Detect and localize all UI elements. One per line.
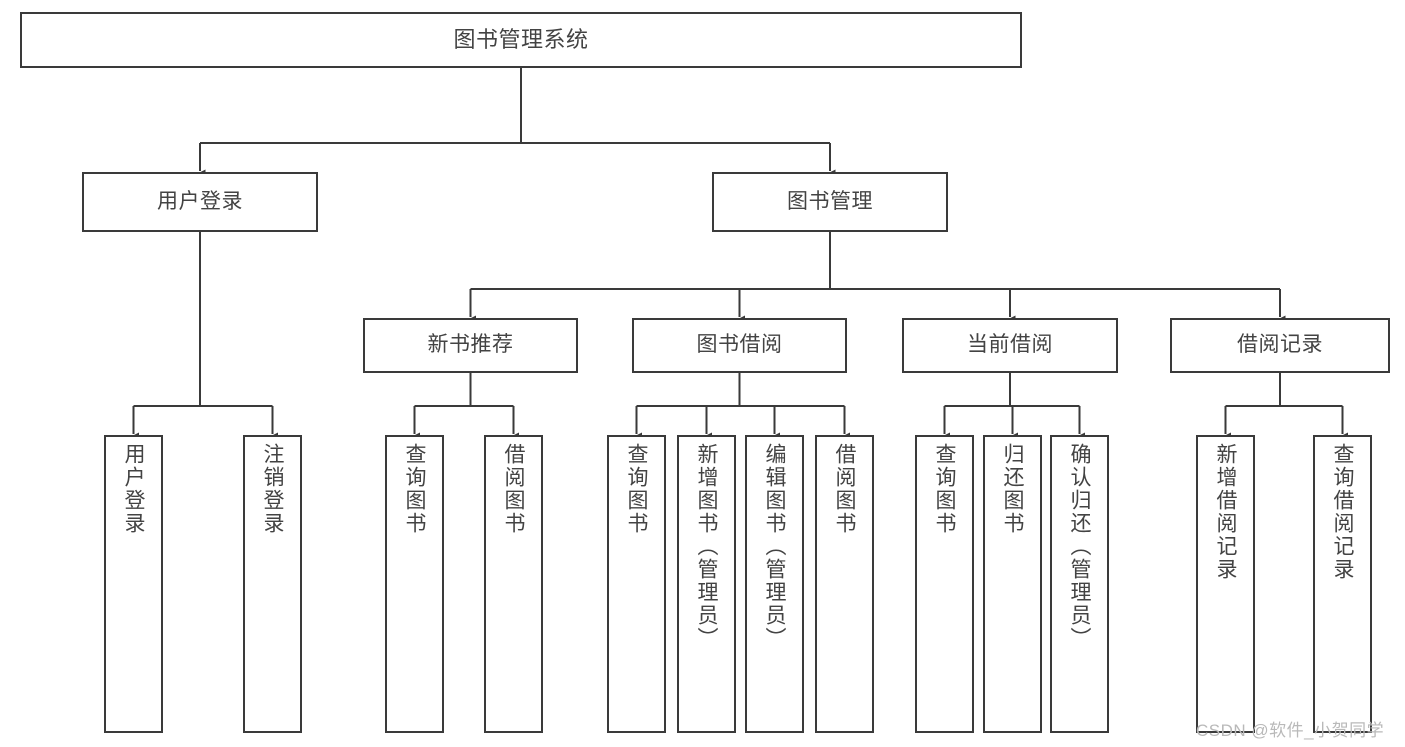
node-label: 查询图书	[403, 443, 426, 535]
node-new-book-recommendation[interactable]: 新书推荐	[363, 318, 578, 373]
node-label: 用户登录	[157, 189, 243, 213]
node-label: 图书管理	[787, 189, 873, 213]
leaf-query-book-3[interactable]: 查询图书	[915, 435, 974, 733]
node-label: 当前借阅	[967, 333, 1053, 357]
leaf-query-borrow-record[interactable]: 查询借阅记录	[1313, 435, 1372, 733]
leaf-query-book-1[interactable]: 查询图书	[385, 435, 444, 733]
node-label: 图书借阅	[696, 333, 783, 357]
node-label: 用户登录	[122, 443, 145, 535]
node-current-borrowing[interactable]: 当前借阅	[902, 318, 1118, 373]
node-label: 新增图书（管理员）	[695, 443, 718, 650]
node-label: 注销登录	[261, 443, 284, 535]
node-label: 归还图书	[1001, 443, 1024, 535]
node-label: 新书推荐	[427, 333, 514, 357]
node-label: 查询借阅记录	[1331, 443, 1354, 581]
leaf-query-book-2[interactable]: 查询图书	[607, 435, 666, 733]
node-label: 借阅图书	[502, 443, 525, 535]
leaf-add-book-admin[interactable]: 新增图书（管理员）	[677, 435, 736, 733]
leaf-confirm-return-admin[interactable]: 确认归还（管理员）	[1050, 435, 1109, 733]
node-label: 查询图书	[625, 443, 648, 535]
leaf-add-borrow-record[interactable]: 新增借阅记录	[1196, 435, 1255, 733]
leaf-borrow-book-1[interactable]: 借阅图书	[484, 435, 543, 733]
leaf-borrow-book-2[interactable]: 借阅图书	[815, 435, 874, 733]
node-label: 借阅记录	[1237, 333, 1323, 357]
node-book-borrowing[interactable]: 图书借阅	[632, 318, 847, 373]
leaf-user-login[interactable]: 用户登录	[104, 435, 163, 733]
node-book-management[interactable]: 图书管理	[712, 172, 948, 232]
node-label: 查询图书	[933, 443, 956, 535]
node-label: 编辑图书（管理员）	[763, 443, 786, 650]
node-label: 新增借阅记录	[1214, 443, 1237, 581]
leaf-return-book[interactable]: 归还图书	[983, 435, 1042, 733]
node-label: 确认归还（管理员）	[1068, 443, 1091, 650]
node-user-login[interactable]: 用户登录	[82, 172, 318, 232]
csdn-watermark: CSDN @软件_小贺同学	[1196, 721, 1385, 740]
node-label: 图书管理系统	[453, 27, 589, 53]
leaf-edit-book-admin[interactable]: 编辑图书（管理员）	[745, 435, 804, 733]
node-root[interactable]: 图书管理系统	[20, 12, 1022, 68]
node-borrow-records[interactable]: 借阅记录	[1170, 318, 1390, 373]
node-label: 借阅图书	[833, 443, 856, 535]
leaf-logout[interactable]: 注销登录	[243, 435, 302, 733]
